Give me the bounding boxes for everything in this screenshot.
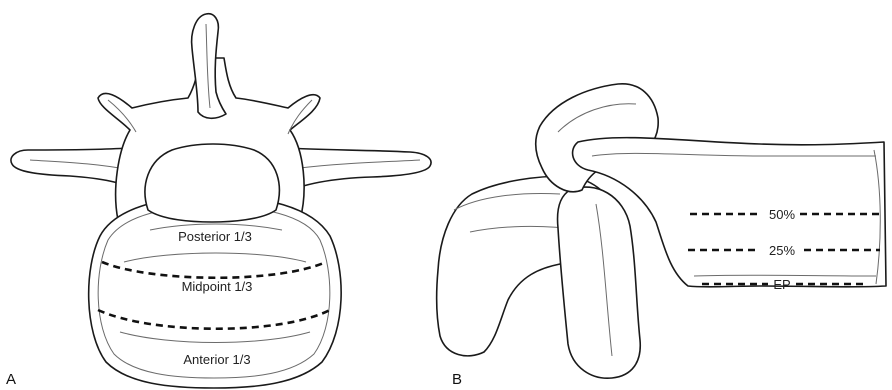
panel-b: 50% 25% EP B (437, 84, 886, 388)
anterior-third-label: Anterior 1/3 (183, 352, 250, 367)
spinal-canal (145, 144, 279, 222)
endplate-label: EP (773, 277, 790, 292)
panel-b-letter: B (452, 371, 462, 388)
twentyfive-percent-label: 25% (769, 243, 795, 258)
panel-a-letter: A (6, 371, 16, 388)
panel-a: Posterior 1/3 Midpoint 1/3 Anterior 1/3 … (6, 14, 431, 388)
midpoint-third-label: Midpoint 1/3 (182, 279, 253, 294)
fifty-percent-label: 50% (769, 207, 795, 222)
posterior-third-label: Posterior 1/3 (178, 229, 252, 244)
pedicle-column (558, 187, 641, 378)
